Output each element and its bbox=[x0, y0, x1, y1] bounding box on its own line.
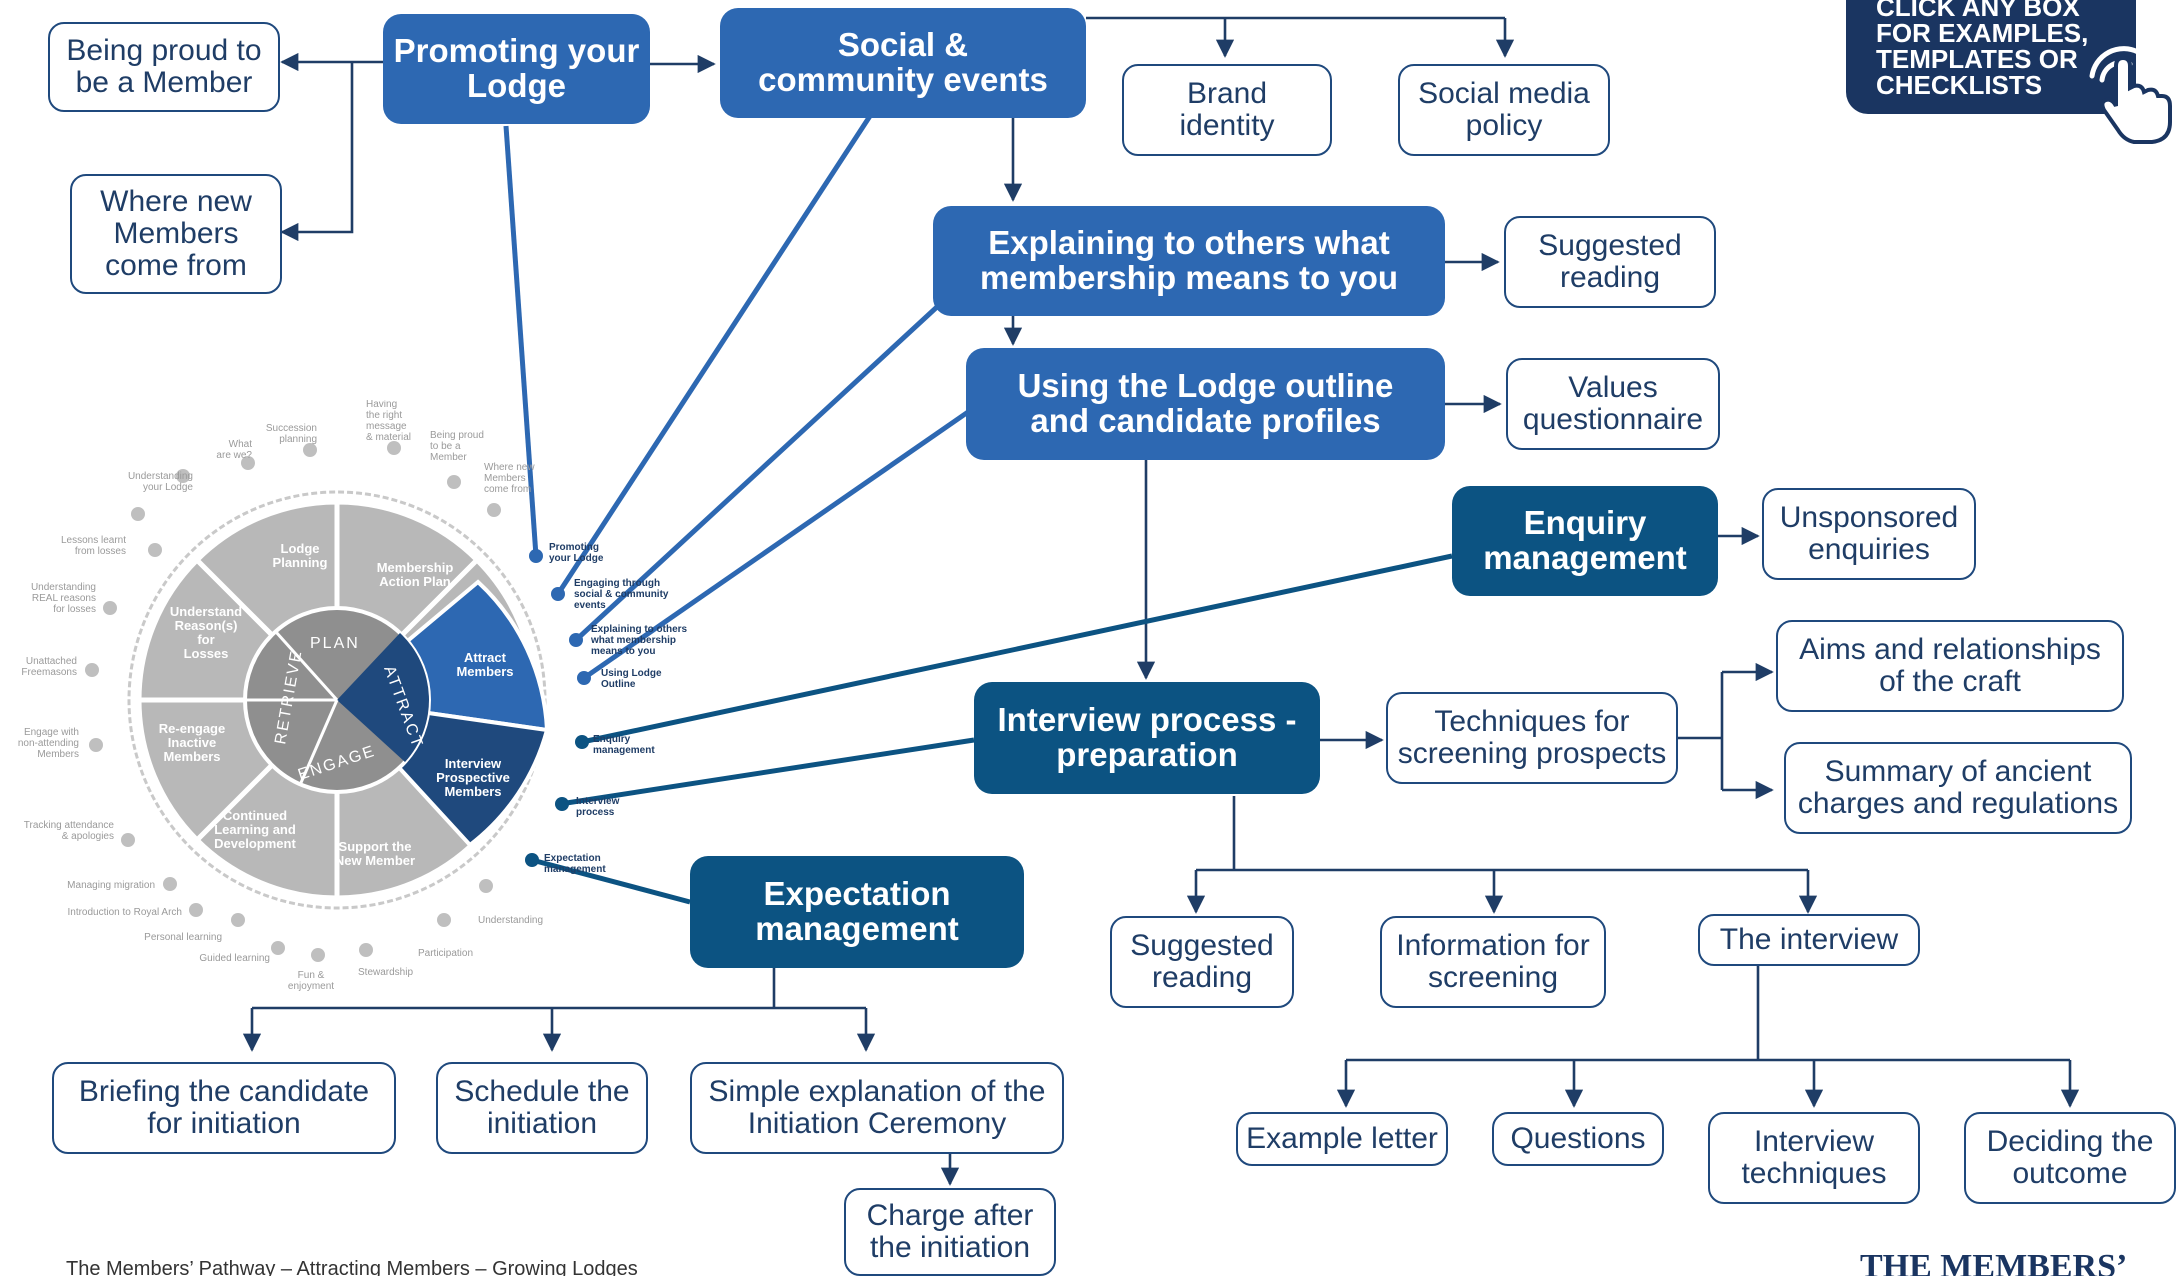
briefing-the-candidate-box[interactable]: Briefing the candidate for initiation bbox=[52, 1062, 396, 1154]
cta-line-4: CHECKLISTS bbox=[1876, 70, 2043, 100]
outer-personal-learning: Personal learning bbox=[144, 932, 222, 943]
core-attract-slice bbox=[337, 633, 429, 762]
cta-line-1: CLICK ANY BOX bbox=[1876, 0, 2080, 22]
unsponsored-enquiries-box[interactable]: Unsponsored enquiries bbox=[1762, 488, 1976, 580]
expectation-management-box[interactable]: Expectation management bbox=[690, 856, 1024, 968]
footer-title: The Members’ Pathway – Attracting Member… bbox=[66, 1258, 638, 1276]
interview-techniques-box[interactable]: Interview techniques bbox=[1708, 1112, 1920, 1204]
where-new-members-box[interactable]: Where new Members come from bbox=[70, 174, 282, 294]
outer-stewardship: Stewardship bbox=[358, 967, 413, 978]
enquiry-management-box[interactable]: Enquiry management bbox=[1452, 486, 1718, 596]
outer-managing-migration: Managing migration bbox=[67, 880, 155, 891]
core-plan-label: PLAN bbox=[310, 635, 360, 652]
suggested-reading-box-2[interactable]: Suggested reading bbox=[1110, 916, 1294, 1008]
being-proud-box[interactable]: Being proud to be a Member bbox=[48, 22, 280, 112]
interview-process-preparation-box[interactable]: Interview process - preparation bbox=[974, 682, 1320, 794]
summary-ancient-charges-box[interactable]: Summary of ancient charges and regulatio… bbox=[1784, 742, 2132, 834]
explaining-membership-box[interactable]: Explaining to others what membership mea… bbox=[933, 206, 1445, 316]
hand-pointer-icon bbox=[2089, 46, 2172, 144]
promoting-your-lodge-box[interactable]: Promoting your Lodge bbox=[383, 14, 650, 124]
the-interview-box[interactable]: The interview bbox=[1698, 914, 1920, 966]
outer-participation: Participation bbox=[418, 948, 473, 959]
brand-wordmark: THE MEMBERS’ bbox=[1860, 1248, 2128, 1276]
values-questionnaire-box[interactable]: Values questionnaire bbox=[1506, 358, 1720, 450]
example-letter-box[interactable]: Example letter bbox=[1236, 1112, 1448, 1166]
brand-identity-box[interactable]: Brand identity bbox=[1122, 64, 1332, 156]
charge-after-initiation-box[interactable]: Charge after the initiation bbox=[844, 1188, 1056, 1276]
click-any-box-callout: CLICK ANY BOX FOR EXAMPLES, TEMPLATES OR… bbox=[1846, 0, 2172, 144]
using-lodge-outline-box[interactable]: Using the Lodge outline and candidate pr… bbox=[966, 348, 1445, 460]
deciding-the-outcome-box[interactable]: Deciding the outcome bbox=[1964, 1112, 2176, 1204]
outer-fun: Fun &enjoyment bbox=[288, 970, 334, 992]
techniques-for-screening-box[interactable]: Techniques for screening prospects bbox=[1386, 692, 1678, 784]
social-media-policy-box[interactable]: Social media policy bbox=[1398, 64, 1610, 156]
schedule-the-initiation-box[interactable]: Schedule the initiation bbox=[436, 1062, 648, 1154]
suggested-reading-box-1[interactable]: Suggested reading bbox=[1504, 216, 1716, 308]
simple-explanation-box[interactable]: Simple explanation of the Initiation Cer… bbox=[690, 1062, 1064, 1154]
questions-box[interactable]: Questions bbox=[1492, 1112, 1664, 1166]
outer-tracking: Tracking attendance& apologies bbox=[24, 820, 115, 842]
outer-understanding: Understanding bbox=[478, 915, 543, 926]
outer-intro-royal-arch: Introduction to Royal Arch bbox=[67, 907, 182, 918]
cta-line-3: TEMPLATES OR bbox=[1876, 44, 2078, 74]
aims-and-relationships-box[interactable]: Aims and relationships of the craft bbox=[1776, 620, 2124, 712]
cta-line-2: FOR EXAMPLES, bbox=[1876, 18, 2089, 48]
social-community-events-box[interactable]: Social & community events bbox=[720, 8, 1086, 118]
information-for-screening-box[interactable]: Information for screening bbox=[1380, 916, 1606, 1008]
outer-guided-learning: Guided learning bbox=[199, 953, 270, 964]
